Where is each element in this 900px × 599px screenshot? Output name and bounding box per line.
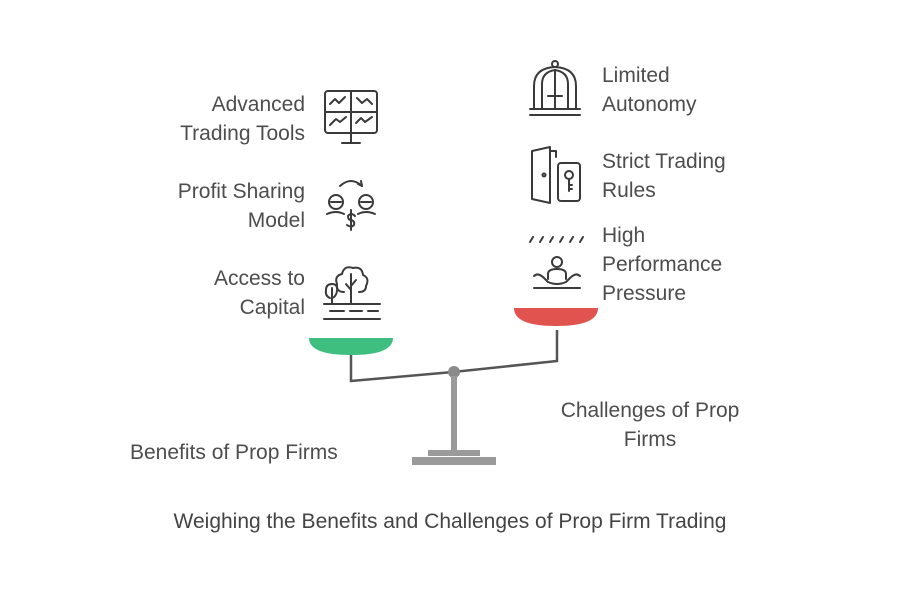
challenges-pan	[514, 308, 598, 326]
birdcage-icon	[529, 60, 581, 116]
scale-post	[451, 376, 457, 450]
scale-base	[412, 457, 496, 465]
challenge-strict-trading-rules: Strict Trading Rules	[602, 147, 726, 205]
challenge-high-performance-pressure: High Performance Pressure	[602, 221, 722, 308]
challenges-label-line: Challenges of Prop	[560, 399, 740, 422]
challenge-line: High	[602, 224, 646, 247]
benefit-line: Capital	[239, 296, 305, 319]
benefit-line: Access to	[213, 267, 305, 290]
benefit-line: Model	[247, 209, 305, 232]
diagram-title: Weighing the Benefits and Challenges of …	[173, 510, 727, 533]
benefit-line: Advanced	[211, 93, 305, 116]
challenge-line: Pressure	[602, 282, 687, 305]
profit-split-icon	[326, 180, 376, 231]
challenge-line: Rules	[602, 179, 656, 202]
benefit-access-to-capital: Access to Capital	[214, 264, 305, 322]
monitor-charts-icon	[324, 90, 378, 144]
challenge-line: Limited	[602, 64, 670, 87]
door-lock-icon	[531, 146, 581, 204]
rain-person-icon	[529, 236, 584, 289]
benefits-pan	[309, 338, 393, 355]
challenges-label-line: Firms	[623, 428, 677, 451]
scale-pivot	[448, 366, 460, 378]
benefits-label: Benefits of Prop Firms	[130, 441, 338, 464]
trees-field-icon	[323, 266, 381, 320]
scale-base-top	[428, 450, 480, 456]
challenges-label: Challenges of Prop Firms	[540, 396, 760, 454]
benefit-profit-sharing-model: Profit Sharing Model	[178, 177, 305, 235]
challenge-line: Autonomy	[602, 93, 697, 116]
challenge-line: Strict Trading	[602, 150, 726, 173]
challenge-line: Performance	[602, 253, 723, 276]
benefit-advanced-trading-tools: Advanced Trading Tools	[180, 90, 305, 148]
benefit-line: Profit Sharing	[177, 180, 305, 203]
challenge-limited-autonomy: Limited Autonomy	[602, 61, 697, 119]
benefit-line: Trading Tools	[180, 122, 305, 145]
